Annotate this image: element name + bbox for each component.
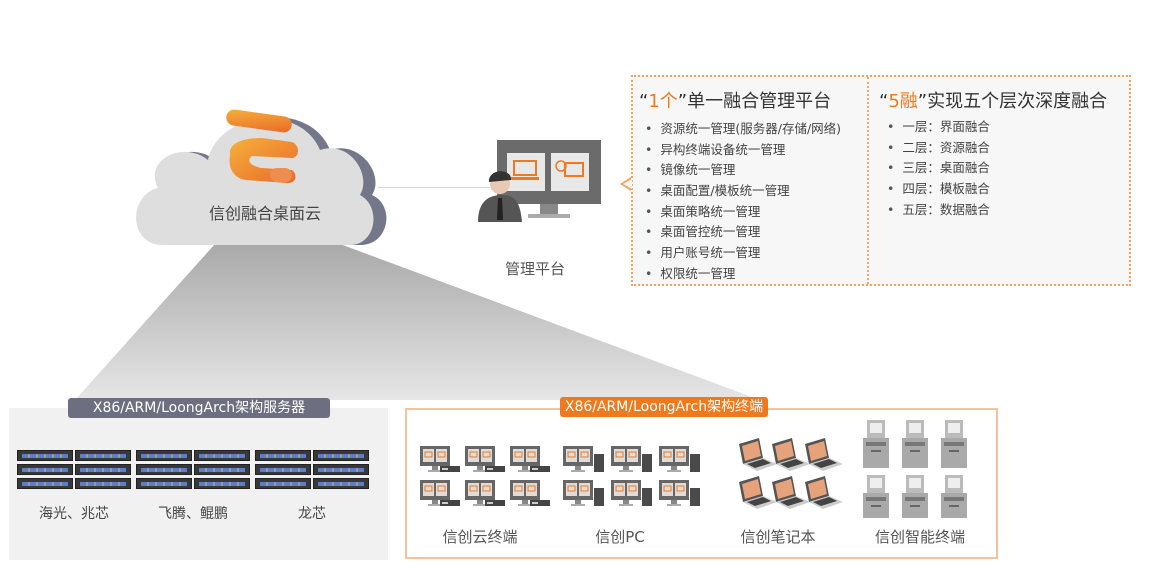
- right-title: “5融”实现五个层次深度融合: [879, 91, 1108, 112]
- server-rack-icon: [17, 464, 73, 475]
- laptop-icon: [739, 476, 777, 509]
- cloud-terminal-icon: [420, 446, 460, 472]
- pc-icon: [563, 446, 604, 472]
- management-platform-label: 管理平台: [505, 260, 566, 278]
- connector-line: [378, 187, 490, 188]
- list-item: 二层：资源融合: [887, 138, 990, 159]
- info-panel: “1个”单一融合管理平台 资源统一管理(服务器/存储/网络)异构终端设备统一管理…: [631, 75, 1131, 286]
- cloud-terminal-icon: [510, 446, 550, 472]
- admin-person-icon: [478, 171, 522, 222]
- laptop-icon: [739, 438, 777, 471]
- server-rack-icon: [313, 464, 369, 475]
- server-group-label: 海光、兆芯: [39, 506, 109, 522]
- server-rack-icon: [255, 478, 311, 489]
- server-rack-icon: [194, 450, 250, 461]
- right-list: 一层：界面融合二层：资源融合三层：桌面融合四层：模板融合五层：数据融合: [887, 117, 990, 220]
- list-item: 权限统一管理: [645, 264, 841, 285]
- kiosk-icon: [941, 475, 967, 518]
- terminal-group-label: 信创笔记本: [740, 528, 816, 546]
- server-rack-icon: [194, 478, 250, 489]
- server-title: X86/ARM/LoongArch架构服务器: [68, 398, 330, 418]
- terminal-icons: [420, 420, 967, 518]
- server-rack-icon: [313, 478, 369, 489]
- cloud-terminal-icon: [510, 480, 550, 506]
- pc-icon: [659, 446, 700, 472]
- cloud-logo-icon: [226, 109, 298, 183]
- server-rack-icon: [17, 450, 73, 461]
- list-item: 异构终端设备统一管理: [645, 140, 841, 161]
- terminal-panel: [405, 408, 998, 559]
- list-item: 三层：桌面融合: [887, 158, 990, 179]
- kiosk-icon: [902, 475, 928, 518]
- cloud-label: 信创融合桌面云: [208, 204, 321, 223]
- server-rack-icon: [17, 478, 73, 489]
- server-rack-icon: [75, 464, 131, 475]
- cloud-terminal-icon: [465, 480, 505, 506]
- server-rack-icon: [136, 478, 192, 489]
- list-item: 桌面管控统一管理: [645, 222, 841, 243]
- server-rack-icon: [75, 478, 131, 489]
- management-monitor-icon: [497, 140, 601, 218]
- list-item: 五层：数据融合: [887, 200, 990, 221]
- server-panel: [9, 408, 388, 560]
- laptop-icon: [772, 476, 810, 509]
- laptop-icon: [772, 438, 810, 471]
- terminal-group-label: 信创智能终端: [874, 528, 965, 546]
- info-divider: [867, 77, 869, 284]
- server-group-label: 飞腾、鲲鹏: [158, 506, 228, 522]
- server-group-label: 龙芯: [298, 506, 326, 522]
- pc-icon: [563, 480, 604, 506]
- list-item: 桌面配置/模板统一管理: [645, 181, 841, 202]
- server-rack-icon: [136, 450, 192, 461]
- list-item: 镜像统一管理: [645, 160, 841, 181]
- list-item: 用户账号统一管理: [645, 243, 841, 264]
- terminal-group-label: 信创PC: [595, 528, 645, 546]
- server-rack-icon: [313, 450, 369, 461]
- left-list: 资源统一管理(服务器/存储/网络)异构终端设备统一管理镜像统一管理桌面配置/模板…: [645, 119, 841, 285]
- list-item: 四层：模板融合: [887, 179, 990, 200]
- terminal-title: X86/ARM/LoongArch架构终端: [560, 397, 768, 417]
- server-rack-icon: [194, 464, 250, 475]
- server-rack-icon: [255, 464, 311, 475]
- cloud-terminal-icon: [465, 446, 505, 472]
- server-rack-icon: [136, 464, 192, 475]
- laptop-icon: [805, 476, 843, 509]
- list-item: 桌面策略统一管理: [645, 202, 841, 223]
- callout-pointer-fill: [623, 179, 632, 189]
- pc-icon: [659, 480, 700, 506]
- cloud-terminal-icon: [420, 480, 460, 506]
- laptop-icon: [805, 438, 843, 471]
- pc-icon: [611, 446, 652, 472]
- server-rack-icon: [255, 450, 311, 461]
- server-rack-icon: [75, 450, 131, 461]
- kiosk-icon: [902, 420, 928, 468]
- kiosk-icon: [863, 475, 889, 518]
- list-item: 一层：界面融合: [887, 117, 990, 138]
- left-title: “1个”单一融合管理平台: [639, 91, 832, 112]
- terminal-group-label: 信创云终端: [442, 528, 518, 546]
- pc-icon: [611, 480, 652, 506]
- list-item: 资源统一管理(服务器/存储/网络): [645, 119, 841, 140]
- kiosk-icon: [863, 420, 889, 468]
- kiosk-icon: [941, 420, 967, 468]
